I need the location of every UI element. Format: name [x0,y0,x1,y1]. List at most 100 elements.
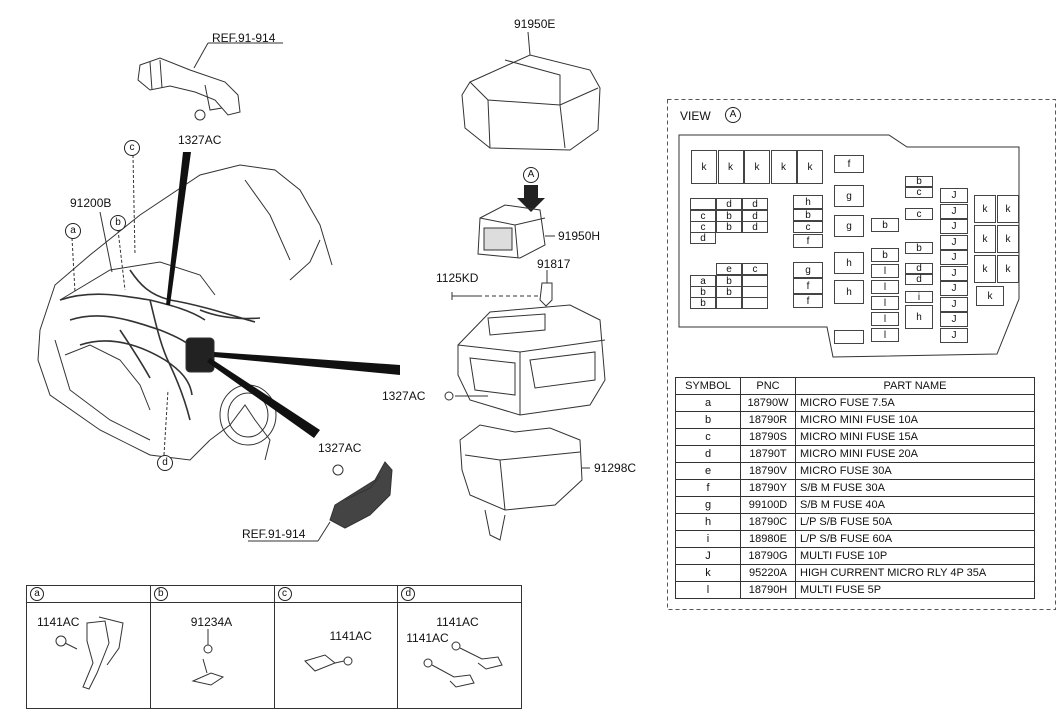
pnc-cell: 18790S [740,428,796,446]
fuse-slot-b: b [905,176,933,187]
detail-box-c: c 1141AC [274,586,399,708]
fuse-slot-J: J [940,327,968,343]
symbol-cell: a [675,394,741,412]
part-1125KD-label: 1125KD [436,271,479,285]
fuse-slot-e: e [716,263,742,275]
symbol-cell: l [675,581,741,599]
symbol-cell: g [675,496,741,514]
fuse-slot-d: d [905,274,933,285]
fuse-slot-h: h [905,305,933,329]
fuse-slot-c: c [905,208,933,220]
pnc-cell: 99100D [740,496,796,514]
fuse-slot-h: h [793,195,823,209]
fuse-slot-b: b [716,221,742,233]
fuse-slot-b: b [905,242,933,254]
fuse-slot-f: f [793,234,823,248]
symbol-cell: c [675,428,741,446]
fuse-slot-J: J [940,296,968,312]
pnc-cell: 95220A [740,564,796,582]
fuse-slot-g: g [793,262,823,278]
detail-box-a: a 1141AC [27,586,151,708]
pnc-cell: 18790C [740,513,796,531]
part-name-cell: L/P S/B FUSE 50A [795,513,1035,531]
fuse-slot-k: k [974,195,996,223]
ref-bracket-lower-part [329,461,393,529]
part-name-cell: MICRO MINI FUSE 20A [795,445,1035,463]
fuse-slot-k: k [691,150,717,184]
fuse-slot-k: k [976,286,1004,306]
ref-bracket-part [137,57,241,116]
fuse-slot-k: k [797,150,823,184]
detail-a-part-label: 1141AC [37,615,80,629]
relay-box-on-car [185,337,215,373]
part-name-cell: MULTI FUSE 5P [795,581,1035,599]
fuse-slot-b: b [871,218,899,232]
fuse-slot-blank [690,198,716,210]
detail-a-marker: a [30,587,44,601]
fuse-slot-J: J [940,203,968,219]
fuse-slot-k: k [974,255,996,283]
fuse-slot-k: k [997,255,1019,283]
symbol-cell: d [675,445,741,463]
detail-d-part-label-1: 1141AC [436,615,479,629]
pnc-cell: 18790H [740,581,796,599]
junction-box-body [457,304,606,416]
symbol-cell: h [675,513,741,531]
detail-strip: a 1141AC b 91234A c 1141AC d 1141AC 1141… [26,585,522,709]
fuse-slot-J: J [940,234,968,250]
part-name-cell: MICRO FUSE 7.5A [795,394,1035,412]
header-part-name: PART NAME [795,377,1035,395]
fuse-slot-J: J [940,312,968,327]
header-symbol: SYMBOL [675,377,741,395]
symbol-cell: i [675,530,741,548]
car-front-outline [37,164,333,461]
symbol-cell: f [675,479,741,497]
detail-box-b: b 91234A [150,586,275,708]
part-91200B-label: 91200B [70,196,112,210]
fuse-slot-blank [742,297,768,309]
fuse-slot-l: l [871,264,899,278]
pnc-cell: 18790Y [740,479,796,497]
fuse-slot-l: l [871,280,899,294]
detail-box-d: d 1141AC 1141AC [398,586,521,708]
detail-d-marker: d [401,587,416,601]
part-91298C-label: 91298C [594,461,637,475]
part-91950H-label: 91950H [558,229,601,243]
fuse-slot-k: k [997,225,1019,253]
fuse-slot-h: h [834,280,864,304]
fuse-slot-J: J [940,188,968,203]
detail-b-part-label: 91234A [190,615,233,629]
fuse-slot-d: d [905,263,933,274]
fuse-slot-b: b [871,248,899,262]
callout-a: a [65,223,81,239]
part-name-cell: L/P S/B FUSE 60A [795,530,1035,548]
view-a-panel [667,99,1056,610]
pnc-cell: 18980E [740,530,796,548]
fuse-slot-l: l [871,312,899,326]
fuse-slot-c: c [905,187,933,198]
fuse-slot-d: d [742,198,768,210]
fuse-slot-i: i [905,291,933,303]
symbol-cell: b [675,411,741,429]
fuse-slot-f: f [834,155,864,173]
relay-block-91950H [477,204,546,259]
part-1327AC-low-label: 1327AC [318,441,362,455]
part-91817-label: 91817 [537,257,571,271]
fuse-slot-g: g [834,185,864,207]
fuse-slot-f: f [793,294,823,308]
pnc-cell: 18790V [740,462,796,480]
detail-a-drawing [55,616,124,690]
detail-b-drawing [191,629,224,686]
ref-top-label: REF.91-914 [212,31,276,45]
fuse-slot-blank [716,297,742,309]
fuse-slot-g: g [834,215,864,237]
